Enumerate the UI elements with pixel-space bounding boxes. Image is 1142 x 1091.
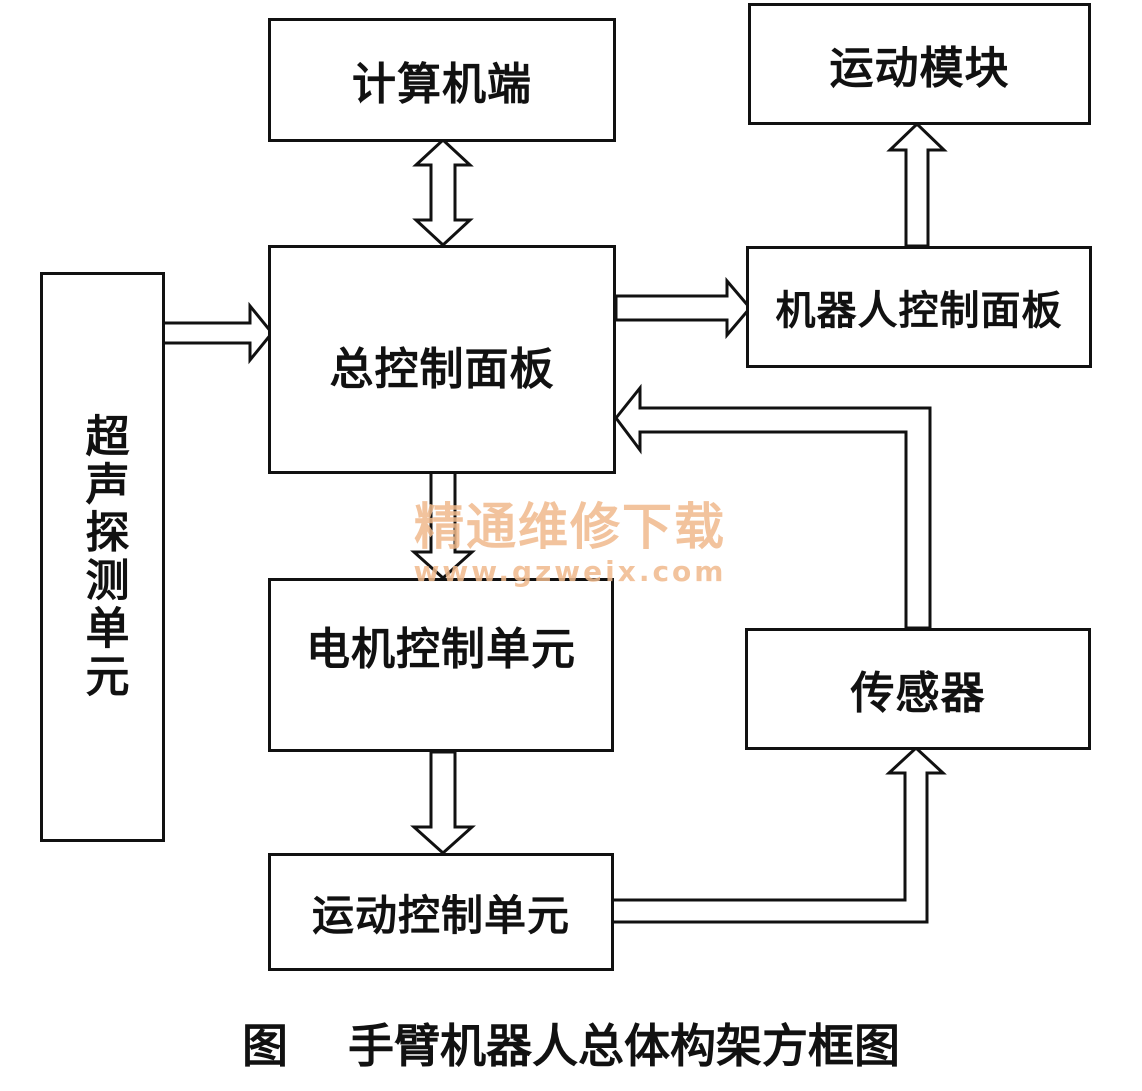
arrow-sensor-main (614, 383, 932, 630)
node-robot-control: 机器人控制面板 (746, 246, 1092, 368)
node-motion-module: 运动模块 (748, 3, 1091, 125)
node-ultrasonic: 超声探测单元 (40, 272, 165, 842)
arrow-robot-motion-module (886, 121, 948, 248)
arrow-computer-main (412, 137, 474, 248)
arrow-motion-control-sensor (610, 745, 947, 924)
arrow-main-robot (614, 276, 752, 340)
arrow-main-motor (410, 470, 476, 581)
node-computer: 计算机端 (268, 18, 616, 142)
arrow-motor-motion-control (410, 750, 476, 856)
figure-caption: 图 手臂机器人总体构架方框图 (0, 1008, 1142, 1078)
node-main-control: 总控制面板 (268, 245, 616, 474)
node-sensor: 传感器 (745, 628, 1091, 750)
node-motor-control: 电机控制单元 (268, 578, 614, 752)
figure-title: 手臂机器人总体构架方框图 (348, 1019, 900, 1073)
arrow-ultrasonic-main (161, 301, 274, 365)
node-motion-control: 运动控制单元 (268, 853, 614, 971)
figure-label: 图 (242, 1019, 288, 1073)
